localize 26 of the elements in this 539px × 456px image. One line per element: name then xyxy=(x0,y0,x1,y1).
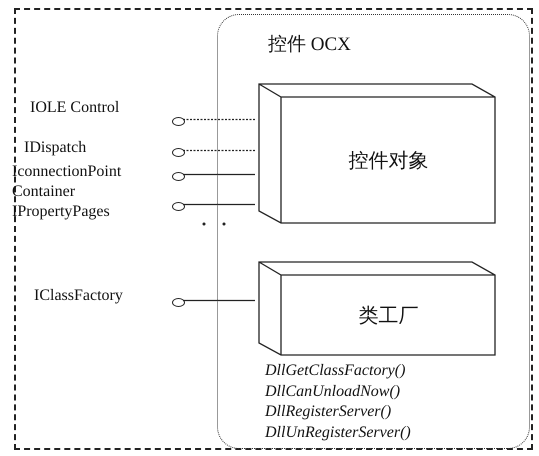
interface-lollipop xyxy=(172,117,185,126)
block-label: 类工厂 xyxy=(358,304,420,328)
connector-line xyxy=(183,204,255,206)
block-label: 控件对象 xyxy=(348,148,430,174)
component-block xyxy=(258,83,496,224)
component-block xyxy=(258,261,496,356)
boundary-frame xyxy=(14,8,533,450)
interface-lollipop xyxy=(172,202,185,211)
interface-label: IClassFactory xyxy=(34,286,123,306)
interface-label: IDispatch xyxy=(24,138,86,158)
interface-lollipop xyxy=(172,172,185,181)
function-name: DllRegisterServer() xyxy=(265,403,392,421)
connector-line xyxy=(183,300,255,302)
function-name: DllCanUnloadNow() xyxy=(265,382,400,400)
container-title: 控件 OCX xyxy=(268,33,351,57)
interface-label: IPropertyPages xyxy=(12,202,110,222)
function-name: DllGetClassFactory() xyxy=(265,362,406,380)
connector-line xyxy=(183,150,255,152)
function-name: DllUnRegisterServer() xyxy=(265,424,411,442)
component-container xyxy=(217,14,530,449)
connector-line xyxy=(183,118,255,120)
connector-line xyxy=(183,174,255,176)
interface-lollipop xyxy=(172,298,185,307)
interface-label: IOLE Control xyxy=(30,98,120,118)
interface-lollipop xyxy=(172,148,185,157)
interface-label: IconnectionPoint Container xyxy=(12,162,122,202)
